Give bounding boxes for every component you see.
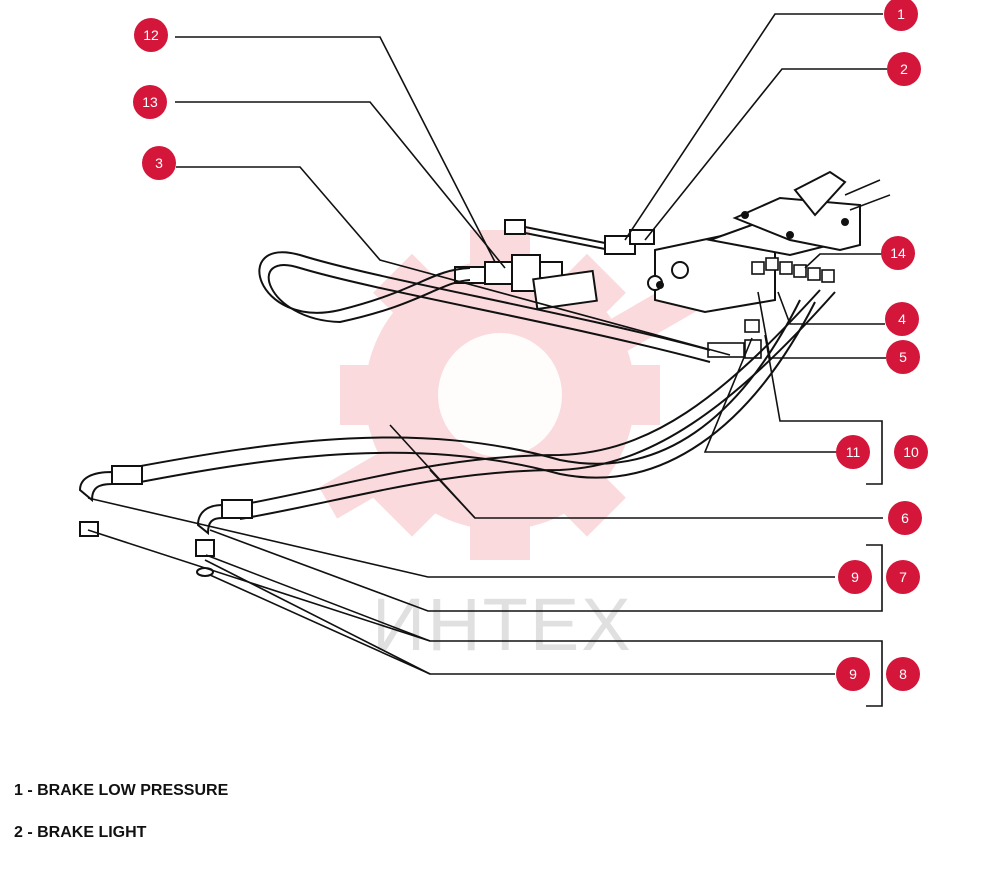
svg-text:5: 5 [899,349,907,365]
callout-12: 12 [134,18,168,52]
callout-9-upper: 9 [838,560,872,594]
valve-block-right-detail [844,179,891,211]
callout-11: 11 [836,435,870,469]
watermark-hole [438,333,562,457]
callout-13: 13 [133,85,167,119]
svg-text:6: 6 [901,510,909,526]
legend-item-brake-low-pressure: 1 - BRAKE LOW PRESSURE [14,782,229,799]
callout-14: 14 [881,236,915,270]
legend-item-brake-light: 2 - BRAKE LIGHT [14,824,147,841]
svg-text:7: 7 [899,569,907,585]
leader-lines [87,13,887,707]
svg-text:10: 10 [903,444,919,460]
valve-block [647,170,861,314]
svg-text:3: 3 [155,155,163,171]
svg-text:14: 14 [890,245,906,261]
svg-text:1: 1 [897,6,905,22]
svg-text:2: 2 [900,61,908,77]
legend: 1 - BRAKE LOW PRESSURE 2 - BRAKE LIGHT [14,780,228,864]
callout-9-lower: 9 [836,657,870,691]
svg-text:4: 4 [898,311,906,327]
svg-text:8: 8 [899,666,907,682]
hoses [129,251,836,520]
callout-1: 1 [884,0,918,31]
callout-8: 8 [886,657,920,691]
hydraulic-diagram: ИНТЕХ [78,0,928,707]
svg-text:9: 9 [851,569,859,585]
tee-fitting [454,254,598,311]
svg-text:11: 11 [846,444,861,460]
svg-text:12: 12 [143,27,159,43]
callout-5: 5 [886,340,920,374]
callout-10: 10 [894,435,928,469]
svg-text:9: 9 [849,666,857,682]
callout-7: 7 [886,560,920,594]
valve-fittings [707,257,835,359]
callout-2: 2 [887,52,921,86]
callout-6: 6 [888,501,922,535]
watermark-text: ИНТЕХ [372,583,633,666]
hose-end-fittings [78,465,253,577]
callout-4: 4 [885,302,919,336]
switch-pipe [504,219,655,255]
svg-text:13: 13 [142,94,158,110]
callout-3: 3 [142,146,176,180]
